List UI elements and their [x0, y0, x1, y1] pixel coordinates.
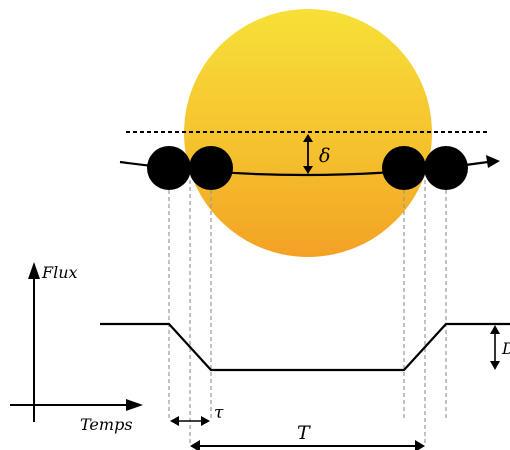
planet-fourth-contact	[424, 146, 468, 190]
flux-axis-label: Flux	[41, 263, 78, 282]
time-axis-arrowhead-icon	[126, 399, 143, 411]
tau-label: τ	[214, 403, 224, 423]
planet-first-contact	[147, 146, 191, 190]
delta-arrow-up-icon	[303, 134, 313, 142]
tau-arrow	[170, 416, 210, 426]
flux-axis-arrowhead-icon	[28, 262, 40, 279]
time-axis-label: Temps	[80, 415, 133, 434]
planet-second-contact	[189, 146, 233, 190]
duration-arrow-left-icon	[190, 440, 200, 450]
flux-axes	[10, 262, 143, 422]
duration-arrow	[190, 440, 425, 450]
duration-label: T	[297, 422, 311, 444]
depth-arrow-up-icon	[490, 325, 500, 334]
trajectory-arrowhead-icon	[486, 155, 500, 168]
duration-arrow-right-icon	[415, 440, 425, 450]
tau-arrow-left-icon	[170, 416, 179, 426]
delta-arrow	[303, 134, 313, 174]
depth-arrow	[490, 325, 500, 370]
delta-label: δ	[319, 145, 330, 167]
delta-arrow-down-icon	[303, 166, 313, 174]
tau-arrow-right-icon	[201, 416, 210, 426]
planet-third-contact	[382, 146, 426, 190]
light-curve	[100, 322, 510, 372]
depth-label: D	[501, 339, 510, 358]
contact-guide-lines	[168, 180, 447, 446]
depth-arrow-down-icon	[490, 361, 500, 370]
